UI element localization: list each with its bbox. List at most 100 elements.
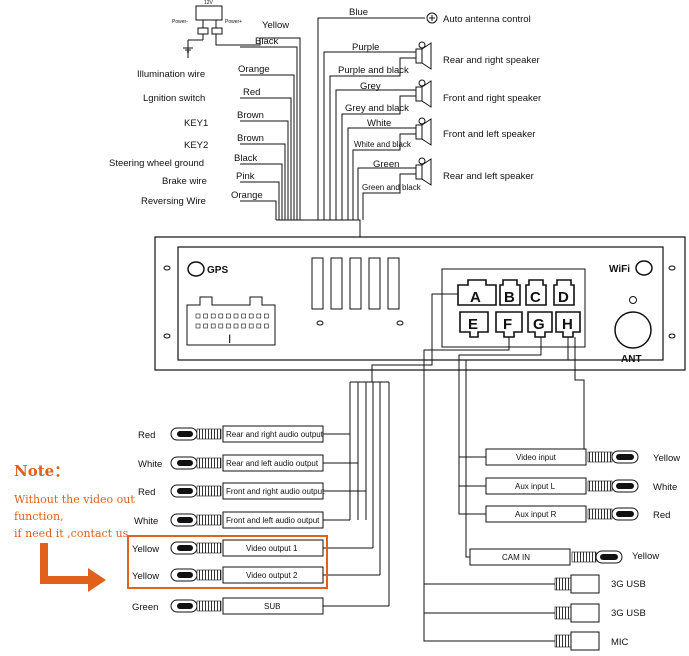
gps-label: GPS — [207, 265, 228, 276]
note-line: Without the video out — [14, 493, 135, 506]
rca-jack-icon — [571, 550, 623, 564]
connector-pin — [218, 313, 224, 319]
mic-label: MIC — [611, 637, 629, 648]
speaker-fr-plus-color: Grey — [360, 81, 381, 92]
rca-jack-icon — [587, 507, 639, 521]
speaker-fl-label: Front and left speaker — [443, 129, 535, 140]
rca-plug-icon — [170, 484, 222, 498]
rca-output-color: Red — [138, 430, 155, 441]
wifi-port-icon — [635, 260, 653, 276]
mount-holes — [163, 265, 676, 339]
antenna-port-icon — [614, 311, 652, 349]
connector-key-mark: I — [228, 332, 231, 346]
connector-pin — [248, 313, 254, 319]
rca-output-color: White — [138, 459, 162, 470]
rca-output-label: Front and right audio output — [226, 487, 325, 496]
wire-function-key1: KEY1 — [184, 118, 208, 129]
rca-label-box — [222, 539, 324, 557]
rca-input-rows: Video input Aux input L Aux input R CAM … — [469, 448, 680, 566]
speaker-rl-plus-color: Green — [373, 159, 399, 170]
usb-plug-icon — [554, 603, 600, 623]
right-wire-bundle — [317, 17, 425, 220]
usb-plug-icon — [554, 574, 600, 594]
wire-function-ignition: Lgnition switch — [143, 93, 205, 104]
rca-output-label: Front and left audio output — [226, 516, 320, 525]
rca-label-box — [222, 597, 324, 615]
port-c — [525, 279, 547, 306]
av-ports — [457, 279, 581, 338]
wire-color-orange-2: Orange — [231, 190, 263, 201]
main-harness-connector — [186, 296, 276, 346]
rca-output-color: Red — [138, 487, 155, 498]
wire-color-brown-2: Brown — [237, 133, 264, 144]
wire-color-pink: Pink — [236, 171, 255, 182]
speaker-rl-minus-color: Green and black — [362, 183, 422, 192]
rca-label-box — [222, 566, 324, 584]
wire-color-blue: Blue — [349, 7, 368, 18]
wire-color-black: Black — [255, 36, 278, 47]
wire-function-illumination: Illumination wire — [137, 69, 205, 80]
rca-output-label: Rear and right audio output — [226, 430, 324, 439]
port-f — [495, 311, 523, 338]
connector-pin — [218, 323, 224, 329]
rca-output-color: White — [134, 516, 158, 527]
speaker-fr-label: Front and right speaker — [443, 93, 541, 104]
connector-pin — [203, 323, 208, 329]
rca-jack-icon — [587, 479, 639, 493]
rca-label-box — [222, 425, 324, 443]
connector-pin — [203, 313, 208, 319]
speaker-icon — [415, 41, 432, 70]
port-e-label: E — [468, 316, 478, 333]
rca-plug-icon — [170, 568, 222, 582]
wire-function-steering-ground: Steering wheel ground — [109, 158, 204, 169]
rca-jack-icon — [587, 450, 639, 464]
speaker-rr-plus-color: Purple — [352, 42, 379, 53]
port-e — [459, 311, 489, 338]
mic-plug-icon — [554, 631, 600, 651]
input-label: Video input — [516, 453, 557, 462]
speaker-rr-label: Rear and right speaker — [443, 55, 540, 66]
usb-connectors: 3G USB 3G USB MIC — [554, 574, 646, 651]
port-h — [555, 311, 581, 338]
antenna-control-label: Auto antenna control — [443, 14, 531, 25]
wire-color-red: Red — [243, 87, 260, 98]
speaker-fl-minus-color: White and black — [354, 140, 412, 149]
port-g — [527, 311, 553, 338]
note-line: function, — [14, 510, 64, 523]
input-label-box — [485, 448, 587, 466]
rca-output-color: Yellow — [132, 571, 159, 582]
input-label: Aux input L — [515, 482, 556, 491]
input-label: Aux input R — [515, 510, 557, 519]
speaker-rl-label: Rear and left speaker — [443, 171, 534, 182]
usb-label: 3G USB — [611, 579, 646, 590]
port-c-label: C — [530, 289, 541, 306]
input-label-box — [485, 505, 587, 523]
speaker-icon — [415, 79, 432, 108]
rca-plug-icon — [170, 599, 222, 613]
wire-function-brake: Brake wire — [162, 176, 207, 187]
input-label-box — [469, 548, 571, 566]
rca-plug-icon — [170, 513, 222, 527]
wire-color-brown-1: Brown — [237, 110, 264, 121]
rca-output-label: Video output 1 — [246, 544, 298, 553]
connector-pin — [233, 313, 239, 319]
output-harness-lines — [323, 293, 585, 642]
connector-pin — [256, 323, 262, 329]
rca-label-box — [222, 511, 324, 529]
note-arrow-icon — [40, 543, 106, 592]
connector-pin — [256, 313, 262, 319]
connector-pin — [241, 313, 246, 319]
ant-label: ANT — [621, 354, 642, 365]
port-a-label: A — [470, 289, 481, 306]
wire-function-reversing: Reversing Wire — [141, 196, 206, 207]
connector-pin — [241, 323, 246, 329]
speaker-fr-minus-color: Grey and black — [345, 103, 409, 114]
rca-output-rows: Rear and right audio output Rear and lef… — [132, 425, 325, 615]
port-d-label: D — [558, 289, 569, 306]
rca-output-color: Yellow — [132, 544, 159, 555]
wifi-label: WiFi — [609, 264, 630, 275]
input-color: White — [653, 482, 677, 493]
note-body: Without the video out function, if need … — [14, 491, 144, 542]
left-wire-bundle — [187, 34, 361, 237]
